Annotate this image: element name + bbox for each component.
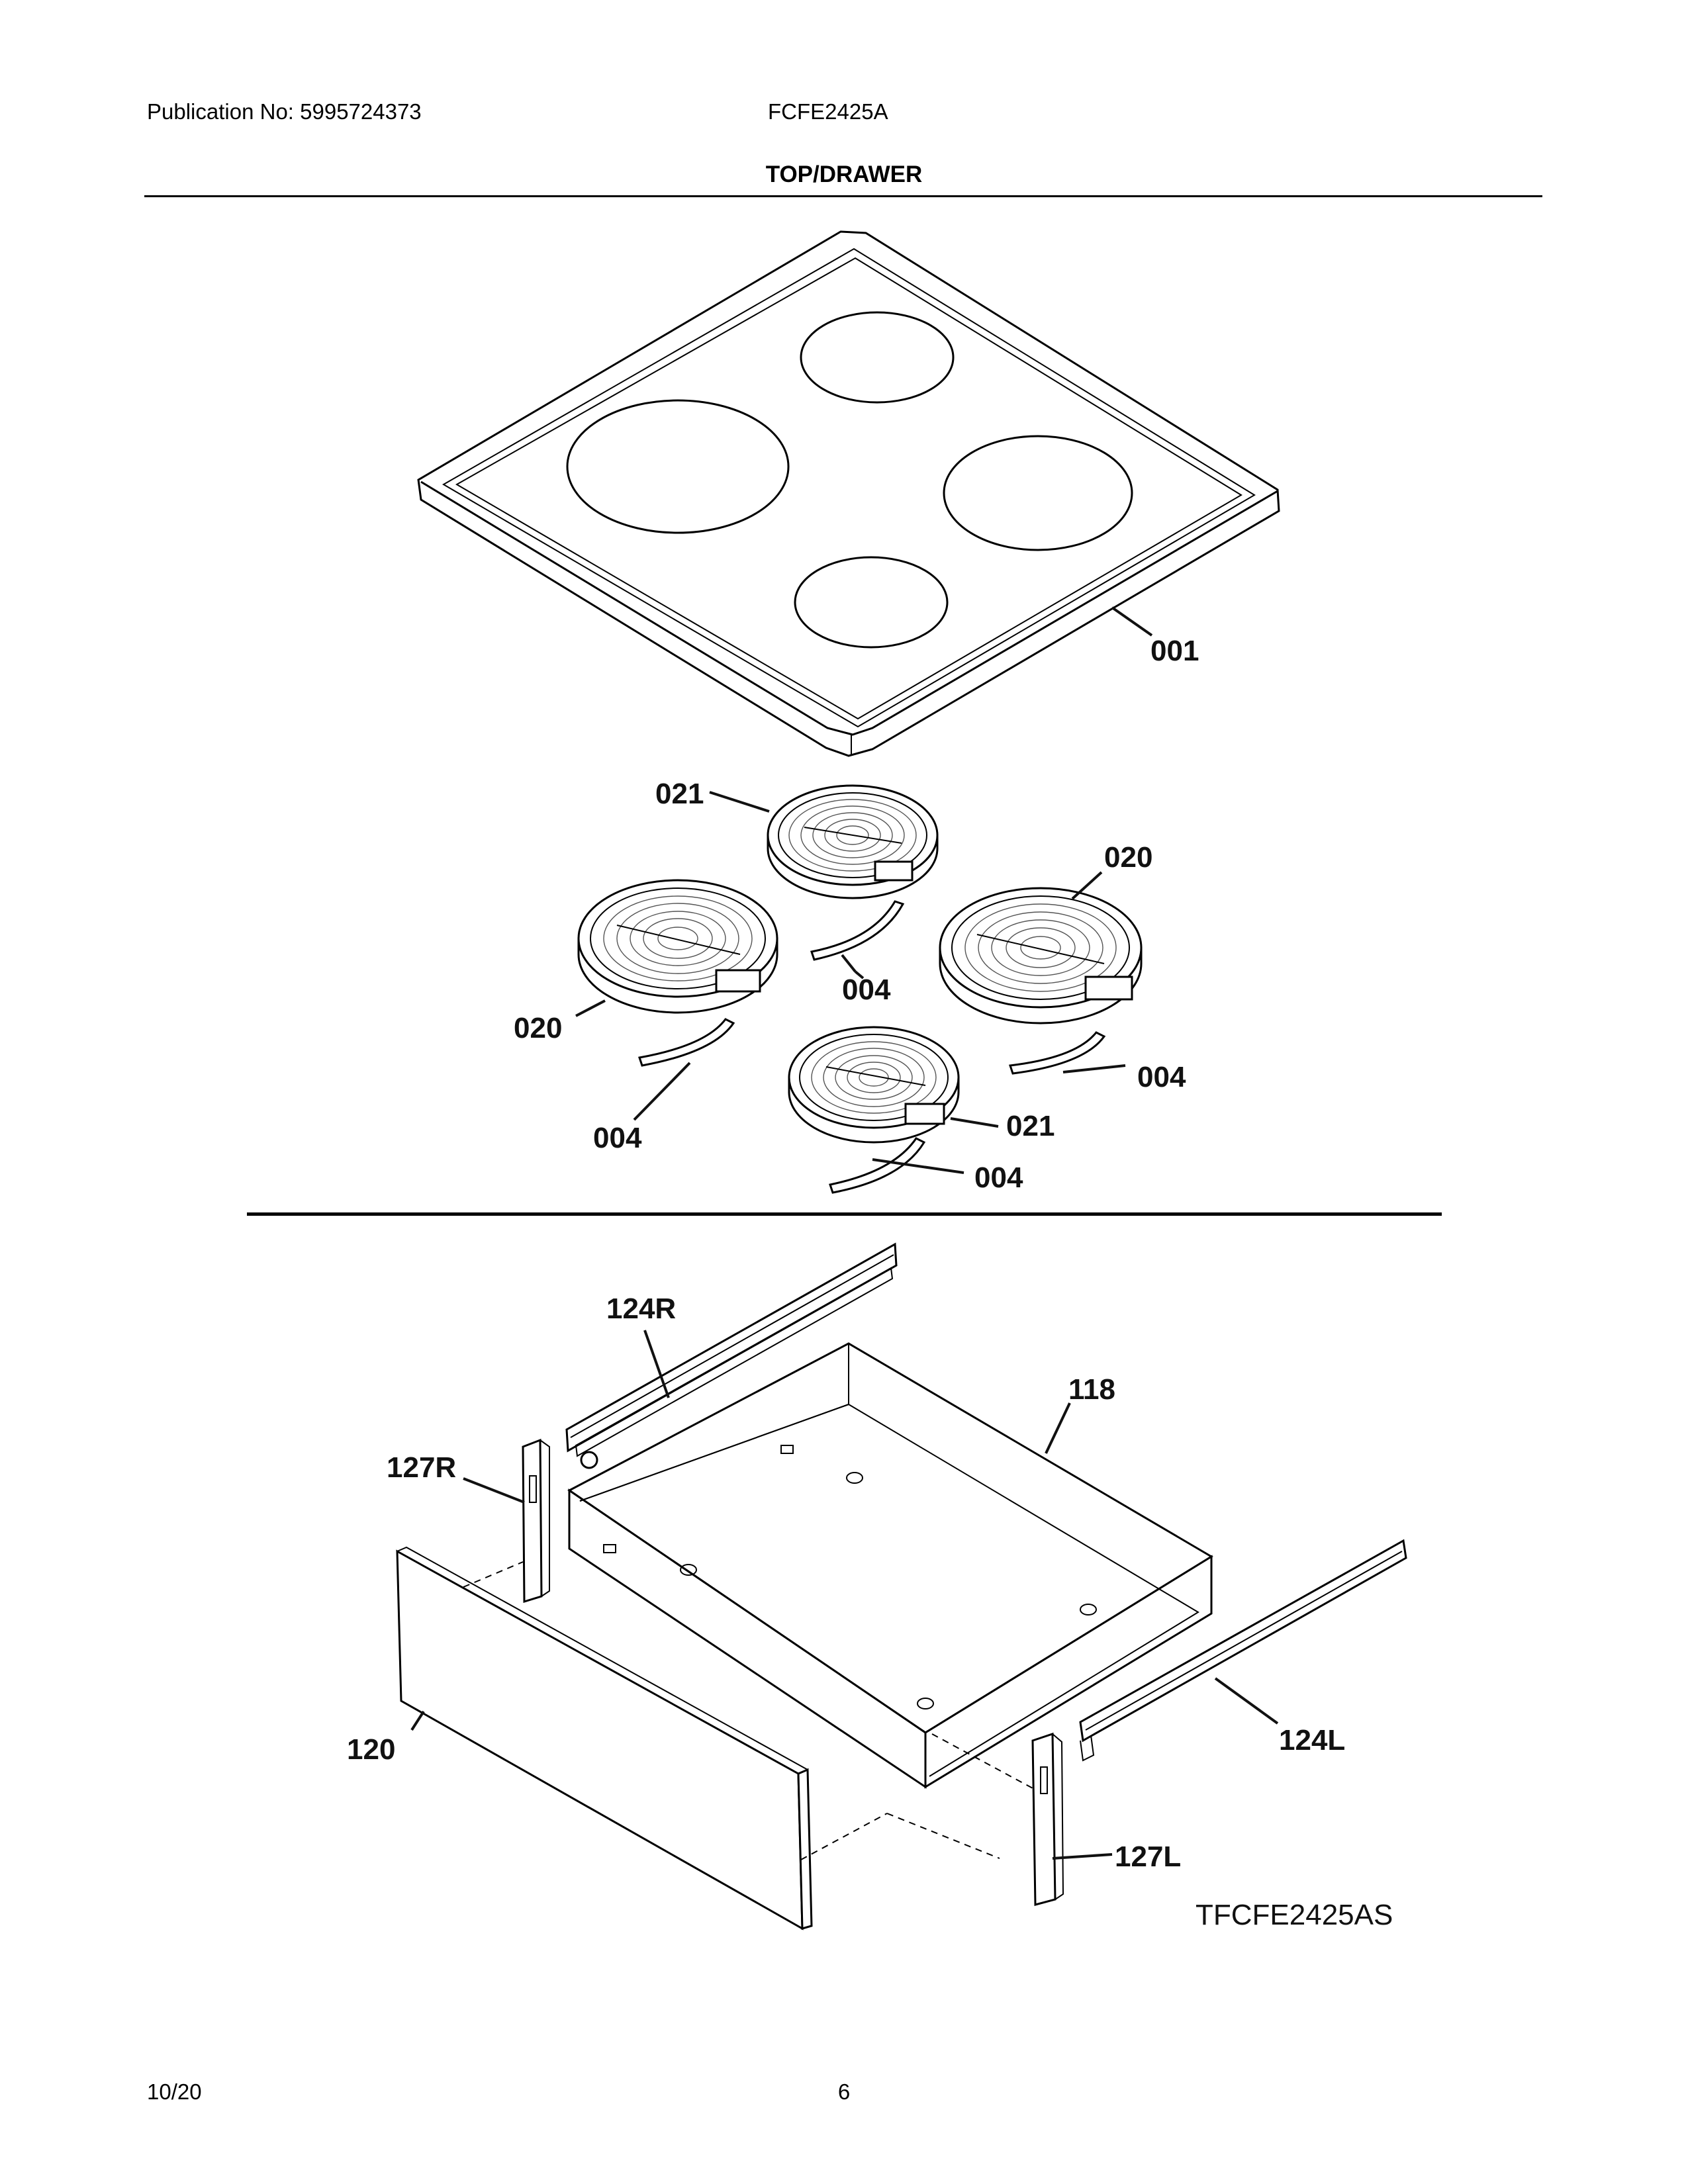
callout-118: 118: [1068, 1373, 1115, 1406]
bracket-left: [1031, 1732, 1064, 1906]
leader-lines: [410, 606, 1279, 1860]
callout-labels: 001 021 020 020 004 004 004 021 004 124R…: [347, 635, 1393, 1931]
callout-021-upper: 021: [655, 778, 704, 810]
callout-020-right: 020: [1104, 841, 1152, 874]
callout-020-left: 020: [514, 1012, 562, 1044]
header-rule: [144, 195, 1542, 197]
burner-outline-front: [794, 556, 949, 649]
strap-bottom: [829, 1137, 926, 1194]
strap-right: [1008, 1031, 1106, 1075]
revision-date: 10/20: [147, 2079, 202, 2104]
burner-outline-rear-right: [800, 311, 955, 404]
drawer-body: [567, 1342, 1213, 1789]
callout-001: 001: [1150, 635, 1199, 667]
strap-left: [638, 1018, 735, 1067]
drawer-slide-right: [565, 1242, 898, 1469]
callout-004-upper-center: 004: [842, 974, 891, 1006]
drawer-front: [396, 1546, 813, 1931]
diagram-code: TFCFE2425AS: [1196, 1899, 1393, 1931]
assembly-guide-lines: [463, 1561, 1033, 1860]
callout-124R: 124R: [606, 1293, 676, 1325]
model-number: FCFE2425A: [768, 99, 888, 124]
burner-outline-left: [566, 399, 790, 534]
callout-021-lower: 021: [1006, 1110, 1055, 1142]
element-small-lower: [788, 1026, 960, 1144]
drawer-slide-left: [1079, 1539, 1407, 1762]
section-divider: [247, 1212, 1442, 1216]
callout-004-bottom: 004: [974, 1161, 1023, 1194]
element-small-upper: [767, 784, 939, 899]
burner-outline-right: [943, 435, 1133, 551]
section-title: TOP/DRAWER: [765, 161, 923, 187]
callout-004-left: 004: [593, 1122, 642, 1154]
callout-120: 120: [347, 1733, 395, 1766]
cooktop-glass-top: [417, 230, 1280, 757]
callout-127R: 127R: [387, 1451, 456, 1484]
strap-upper-center: [810, 900, 905, 961]
publication-number: Publication No: 5995724373: [147, 99, 422, 124]
element-large-right: [939, 887, 1143, 1024]
element-large-left: [577, 879, 778, 1014]
callout-004-right: 004: [1137, 1061, 1186, 1093]
bracket-right: [522, 1438, 550, 1604]
callout-127L: 127L: [1115, 1841, 1181, 1873]
callout-124L: 124L: [1279, 1724, 1345, 1756]
page-number: 6: [837, 2079, 851, 2104]
